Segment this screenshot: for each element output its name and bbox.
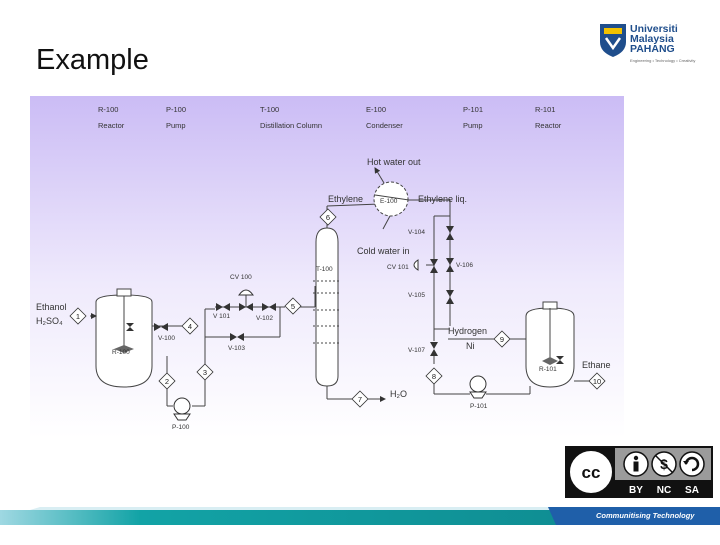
sharealike-icon [679,451,705,477]
label-cold-water-in: Cold water in [357,246,410,256]
agitator-r100 [114,345,134,353]
legend-name-e100: Condenser [366,121,403,130]
by-label: BY [629,485,643,496]
stream-number-6: 6 [326,213,330,222]
stream-number-8: 8 [432,372,436,381]
label-v107: V-107 [408,347,425,354]
stream-number-9: 9 [500,335,504,344]
label-v103: V-103 [228,345,245,352]
label-v104: V-104 [408,229,425,236]
stream-marker-9 [493,330,511,348]
shield-icon [600,24,626,57]
legend-id-t100: T-100 [260,105,279,114]
pump-p100 [173,397,191,415]
cc-text: cc [582,463,601,482]
stream-number-1: 1 [76,312,80,321]
label-hot-water-out: Hot water out [367,157,421,167]
label-v101: V 101 [213,313,230,320]
valve-v107 [430,342,438,356]
label-ethanol: Ethanol [36,302,67,312]
actuator-cv101 [413,259,419,271]
legend-name-p101: Pump [463,121,483,130]
footer-text: Communitising Technology [596,511,695,520]
cc-icon [568,449,614,495]
agitator-r101 [542,357,558,365]
stream-marker-8 [425,367,443,385]
label-cv100: CV 100 [230,274,252,281]
valve-v102 [262,303,276,311]
label-p100: P-100 [172,424,190,431]
valve-r101-outlet [556,356,564,364]
stream-number-3: 3 [203,368,207,377]
legend-id-e100: E-100 [366,105,386,114]
creative-commons-badge[interactable]: cc $ BY NC SA [565,446,713,498]
label-ethane: Ethane [582,360,611,370]
stream-number-2: 2 [165,377,169,386]
footer-bar [0,507,720,540]
sa-label: SA [685,485,699,496]
stream-number-4: 4 [188,322,192,331]
label-v106: V-106 [456,262,473,269]
label-hydrogen: Hydrogen [448,326,487,336]
label-ethylene-liq: Ethylene liq. [418,194,467,204]
footer-blue-band [548,507,720,525]
valve-v104 [446,226,454,240]
legend-name-r101: Reactor [535,121,562,130]
valve-r100-outlet [126,323,134,331]
stream-marker-2 [158,372,176,390]
label-r101: R-101 [539,366,557,373]
legend-id-r101: R-101 [535,105,555,114]
stream-marker-1 [69,307,87,325]
valve-v105 [446,290,454,304]
label-ethylene: Ethylene [328,194,363,204]
logo-line-3: PAHANG [630,43,675,55]
valve-v100 [154,323,168,331]
logo-tagline: Engineering • Technology • Creativity [630,58,696,63]
legend-id-p100: P-100 [166,105,186,114]
column-t100 [315,227,339,387]
valve-v101a [216,303,230,311]
actuator-cv100 [238,289,254,296]
stream-number-10: 10 [593,377,601,386]
stream-marker-4 [181,317,199,335]
valve-v106 [446,258,454,272]
stream-marker-7 [351,390,369,408]
pump-p101 [469,375,487,393]
label-r100: R-100 [112,349,130,356]
label-t100: T-100 [316,266,333,273]
slide-title: Example [36,44,149,76]
valve-cv101 [430,259,438,273]
logo-line-2: Malaysia [630,33,674,45]
label-p101: P-101 [470,403,488,410]
legend-name-r100: Reactor [98,121,125,130]
label-e100: E-100 [380,198,398,205]
condenser-e100 [373,181,409,217]
logo-line-1: Universiti [630,23,678,35]
label-ni: Ni [466,341,475,351]
label-v105: V-105 [408,292,425,299]
stream-marker-6 [319,208,337,226]
stream-marker-5 [284,297,302,315]
stream-marker-10 [588,372,606,390]
footer-teal-band [0,510,560,525]
valve-cv100 [239,303,253,311]
stream-number-7: 7 [358,395,362,404]
label-h2o: H₂O [390,389,407,399]
label-h2so4: H₂SO₄ [36,316,63,326]
legend-name-p100: Pump [166,121,186,130]
university-logo: Universiti Malaysia PAHANG Engineering •… [598,20,695,70]
valve-v103 [230,333,244,341]
stream-number-5: 5 [291,302,295,311]
legend-id-r100: R-100 [98,105,118,114]
stream-marker-3 [196,363,214,381]
label-v100: V-100 [158,335,175,342]
label-cv101: CV 101 [387,264,409,271]
label-v102: V-102 [256,315,273,322]
nc-label: NC [657,485,671,496]
legend-name-t100: Distillation Column [260,121,322,130]
process-flow-diagram: R-100 Reactor P-100 Pump T-100 Distillat… [30,96,624,438]
legend-id-p101: P-101 [463,105,483,114]
